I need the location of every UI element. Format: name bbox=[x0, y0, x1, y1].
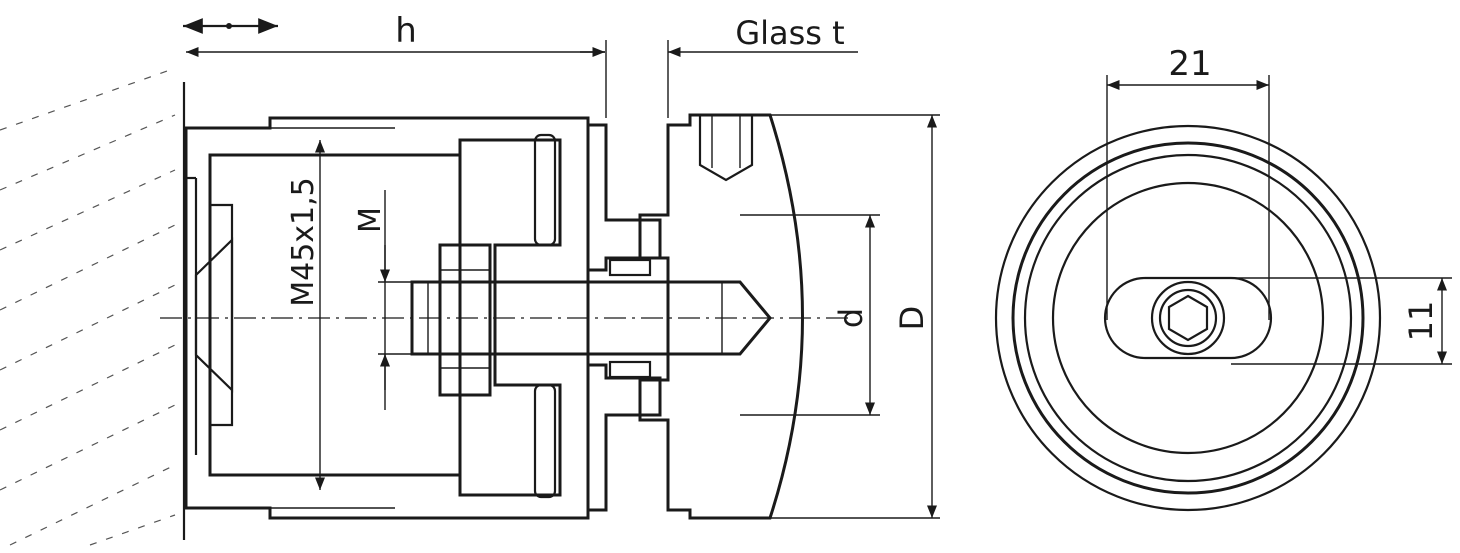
dimension-thread: M45x1,5 bbox=[286, 140, 326, 490]
dimension-11: 11 bbox=[1231, 277, 1452, 365]
label-thread: M45x1,5 bbox=[286, 177, 321, 307]
section-view bbox=[160, 113, 850, 520]
label-d: d bbox=[832, 308, 870, 328]
dimension-big-d: D bbox=[770, 114, 940, 519]
label-m: M bbox=[353, 207, 388, 233]
dimension-h: h bbox=[186, 11, 607, 118]
double-arrow-icon bbox=[183, 18, 278, 34]
front-view bbox=[994, 124, 1382, 512]
dimension-d: d bbox=[740, 214, 880, 416]
label-11: 11 bbox=[1402, 301, 1440, 342]
dimension-m: M bbox=[353, 190, 412, 410]
label-21: 21 bbox=[1168, 44, 1211, 84]
wall bbox=[0, 69, 186, 546]
dimension-glass-t: Glass t bbox=[580, 14, 858, 118]
dimension-21: 21 bbox=[1106, 44, 1270, 320]
label-big-d: D bbox=[893, 306, 931, 331]
label-glass-t: Glass t bbox=[735, 14, 844, 52]
label-h: h bbox=[395, 11, 417, 51]
